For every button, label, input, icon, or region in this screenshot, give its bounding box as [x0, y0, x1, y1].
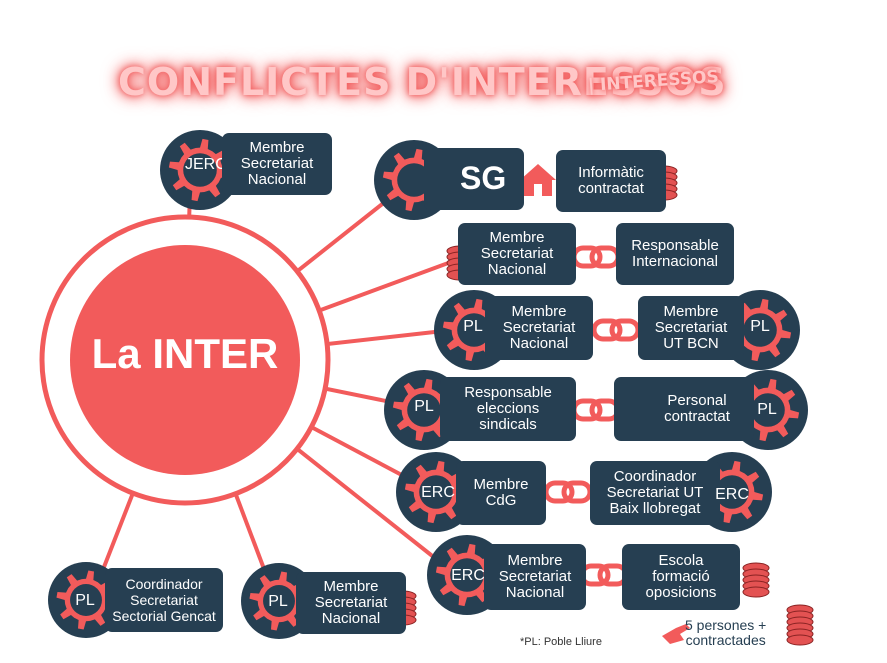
box-coordinador-baix-llobregat: Coordinador Secretariat UT Baix llobrega… [590, 461, 720, 525]
gear-label-erc-6l: ERC [421, 484, 455, 501]
gear-hole [70, 584, 102, 616]
chain-link [589, 245, 621, 269]
box-membre-secretariat-7: Membre Secretariat Nacional [484, 544, 586, 610]
gear-hole [407, 393, 441, 427]
house-shape [520, 164, 556, 196]
legend-text: 5 persones + contractades [685, 617, 767, 648]
box-sg [424, 148, 524, 210]
gear-label-pl-4l: PL [463, 318, 483, 335]
chain-link [609, 318, 641, 342]
footnote: *PL: Poble Lliure [520, 636, 602, 648]
gear-label-pl-bl1: PL [75, 592, 95, 609]
box-membre-secretariat-4: Membre Secretariat Nacional [485, 296, 593, 360]
box-coordinador-gencat: Coordinador Secretariat Sectorial Gencat [105, 568, 223, 632]
center-label: La INTER [91, 330, 279, 377]
box-informatic: Informàtic contractat [556, 150, 666, 212]
gear-label-pl-5l: PL [414, 398, 434, 415]
hand-shape [662, 624, 690, 644]
gear-label-erc-7: ERC [451, 567, 485, 584]
gear-label-pl-4r: PL [750, 318, 770, 335]
gear-label-pl-5r: PL [757, 401, 777, 418]
coin [742, 586, 770, 598]
box-ut-bcn: Membre Secretariat UT BCN [638, 296, 744, 360]
box-jerc: Membre Secretariat Nacional [222, 133, 332, 195]
extra-icons [520, 164, 690, 644]
gear-hole [715, 475, 749, 509]
coin-stack-icon [786, 604, 814, 646]
chain-link [591, 318, 623, 342]
house-door [534, 184, 542, 196]
gear-icon [160, 130, 240, 210]
gear-hole [450, 558, 484, 592]
chain-link [561, 480, 593, 504]
gear-hole [751, 393, 785, 427]
box-membre-secretariat-3: Membre Secretariat Nacional [458, 223, 576, 285]
gear-hole [263, 585, 295, 617]
box-responsable-eleccions: Responsable eleccions sindicals [440, 377, 576, 441]
chain-icon [543, 480, 593, 504]
la-inter-hub [39, 214, 331, 506]
chain-icon [571, 245, 621, 269]
house-icon [520, 164, 556, 196]
hub-inner-circle [70, 245, 300, 475]
page-title: CONFLICTES D'INTERESSOS [118, 60, 727, 104]
chain-icon [579, 563, 629, 587]
gear-hole [397, 163, 431, 197]
box-membre-cdg: Membre CdG [456, 461, 546, 525]
box-membre-secretariat-bl2: Membre Secretariat Nacional [296, 572, 406, 634]
chain-link [543, 480, 575, 504]
gear-label-jerc: JERC [185, 156, 227, 173]
chain-icon [591, 318, 641, 342]
gear-hole [457, 313, 491, 347]
box-personal-contractat: Personal contractat [614, 377, 754, 441]
gear-hole [183, 153, 217, 187]
chain-icons [543, 245, 641, 587]
coin-stack-icon [742, 562, 770, 598]
gear-label-pl-bl2: PL [268, 593, 288, 610]
box-responsable-internacional: Responsable Internacional [616, 223, 734, 285]
gear-hole [743, 313, 777, 347]
gear-label-erc-6r: ERC [715, 486, 749, 503]
pointing-hand-icon [662, 624, 690, 644]
sg-label: SG [460, 160, 507, 196]
chain-icon [571, 398, 621, 422]
box-escola-formacio: Escola formació oposicions [622, 544, 740, 610]
gear-hole [419, 475, 453, 509]
coin [786, 634, 814, 646]
